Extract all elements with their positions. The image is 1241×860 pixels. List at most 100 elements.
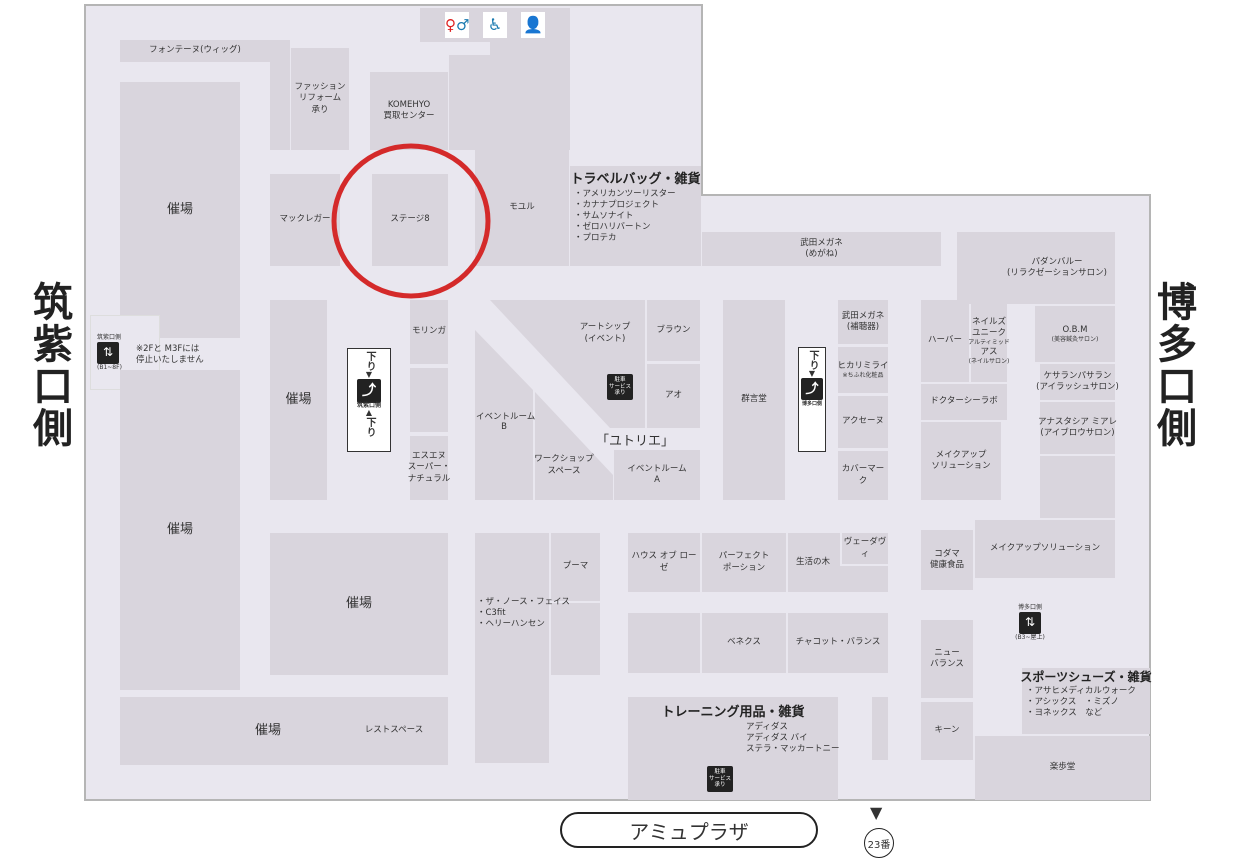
shop-block — [872, 697, 888, 760]
list-item: ステラ・マッカートニー — [746, 743, 840, 754]
shop-north-face[interactable]: ・ザ・ノース・フェイス ・C3fit ・ヘリーハンセン — [475, 533, 570, 763]
workshop-space[interactable]: ワークショップ スペース — [534, 454, 594, 476]
shop-kodama[interactable]: コダマ 健康食品 — [921, 530, 973, 590]
travel-title: トラベルバッグ・雑貨 — [570, 172, 701, 187]
escalator-hakata[interactable]: 下り ▼ ⤴ 博多口側 — [798, 347, 826, 452]
elevator-label: 博多口側 — [1017, 604, 1042, 612]
shop-hikari[interactable]: ヒカリミライ ※ちふれ化粧品 — [837, 347, 889, 393]
shop-sn[interactable]: エスエヌ スーパー・ ナチュラル — [408, 436, 450, 500]
event-room-b[interactable]: イベントルーム B — [476, 412, 536, 432]
shop-block — [270, 40, 290, 150]
shop-house-of-rose[interactable]: ハウス オブ ローゼ — [628, 533, 700, 592]
shop-sports-shoes[interactable]: スポーツシューズ・雑貨 ・アサヒメディカルウォーク ・アシックス ・ミズノ ・ヨ… — [1020, 668, 1152, 734]
exit-23-badge: 23番 — [864, 828, 894, 858]
shop-nails-unique[interactable]: ネイルズ ユニーク アルティミッド アス (ネイルサロン) — [968, 300, 1010, 382]
hakata-side-label: 博多口側 — [1157, 280, 1197, 452]
list-item: ・アサヒメディカルウォーク — [1026, 685, 1136, 696]
exit-arrow-icon: ▼ — [870, 803, 883, 822]
shop-harbor[interactable]: ハーバー — [921, 300, 969, 382]
down-label: 下り — [364, 417, 375, 437]
shop-ao[interactable]: アオ — [647, 364, 700, 428]
escalator-chikushi[interactable]: 下り ▼ ⤴ 筑紫口側 ▲ 下り — [347, 348, 391, 452]
list-item: アディダス — [746, 721, 788, 732]
sports-title: スポーツシューズ・雑貨 — [1020, 670, 1152, 684]
event-space-1[interactable]: 催場 — [120, 82, 240, 338]
shop-travel[interactable]: トラベルバッグ・雑貨 ・アメリカンツーリスター ・カナナプロジェクト ・サムソナ… — [570, 166, 701, 266]
list-item: ・C3fit — [477, 608, 506, 619]
shop-vedavi[interactable]: ヴェーダヴィ — [840, 533, 888, 566]
list-item: ・サムソナイト — [574, 210, 634, 221]
shop-makeup-solution-2[interactable]: メイクアップソリューション — [975, 520, 1115, 578]
shop-anastasia[interactable]: アナスタシア ミアレ (アイブロウサロン) — [1038, 402, 1117, 454]
shop-block — [551, 603, 600, 675]
shop-brown[interactable]: ブラウン — [647, 300, 700, 361]
shop-obm[interactable]: O.B.M (美容鍼灸サロン) — [1035, 306, 1115, 362]
shop-name: ヒカリミライ — [837, 360, 889, 371]
shop-block — [628, 613, 700, 673]
event-room-a[interactable]: イベントルーム A — [614, 450, 700, 500]
shop-moyuru[interactable]: モユル — [475, 150, 569, 266]
shop-stage8[interactable]: ステージ8 — [372, 174, 448, 266]
yutorie-label: 「ユトリエ」 — [596, 434, 675, 449]
parking-service-icon: 駐車 サービス 承り — [607, 374, 633, 400]
down-label: 下り — [364, 351, 375, 371]
shop-note: (美容鍼灸サロン) — [1051, 335, 1099, 343]
escalator-icon: ⤴ — [357, 379, 381, 403]
shop-gungendo[interactable]: 群言堂 — [723, 300, 785, 500]
shop-rakuhodo[interactable]: 楽歩堂 — [975, 736, 1150, 800]
restroom-icon: ♀♂ — [445, 12, 469, 38]
shop-block — [1040, 456, 1115, 518]
elevator-icon: ⇅ — [1019, 612, 1041, 634]
shop-name: アス — [980, 346, 998, 357]
shop-covermark[interactable]: カバーマーク — [838, 451, 888, 500]
training-list: アディダス アディダス バイ ステラ・マッカートニー — [628, 722, 840, 755]
elevator-hakata[interactable]: 博多口側 ⇅ (B3~屋上) — [1010, 598, 1050, 648]
shop-block — [490, 40, 570, 56]
yutorie-shapes — [475, 300, 645, 500]
event-space-2[interactable]: 催場 — [120, 370, 240, 690]
list-item: ・ヨネックス など — [1026, 707, 1103, 718]
shop-fontaine[interactable]: フォンテーヌ(ウィッグ) — [120, 40, 270, 62]
wheelchair-icon: ♿ — [483, 12, 507, 38]
shop-puma[interactable]: プーマ — [551, 533, 600, 601]
shop-name: アルティミッド — [968, 338, 1010, 346]
list-item: ・ザ・ノース・フェイス — [477, 597, 570, 607]
shop-block — [449, 55, 570, 150]
shop-acseine[interactable]: アクセーヌ — [838, 396, 888, 448]
amu-plaza-label: アミュプラザ — [560, 812, 818, 848]
chikushi-side-label: 筑紫口側 — [33, 280, 73, 452]
list-item: ・アシックス ・ミズノ — [1026, 696, 1119, 707]
escalator-label: 筑紫口側 — [356, 402, 381, 409]
shop-perfect-potion[interactable]: パーフェクト ポーション — [702, 533, 786, 592]
elevator-range: (B3~屋上) — [1015, 634, 1045, 641]
shop-mcgregor[interactable]: マックレガー — [270, 174, 340, 266]
shop-artship[interactable]: アートシップ (イベント) — [579, 322, 631, 344]
event-space-3[interactable]: 催場 — [270, 300, 327, 500]
shop-venex[interactable]: ベネクス — [702, 613, 786, 673]
shop-makeup-solution[interactable]: メイクアップ ソリューション — [921, 422, 1001, 500]
elevator-range: (B1~8F) — [97, 363, 122, 371]
down-arrow-icon: ▼ — [808, 369, 816, 378]
shop-keen[interactable]: キーン — [921, 702, 973, 760]
parking-service-icon: 駐車 サービス 承り — [707, 766, 733, 792]
down-arrow-icon: ▼ — [365, 370, 373, 379]
nursing-room-icon: 👤 — [521, 12, 545, 38]
shop-name: ネイルズ ユニーク — [971, 316, 1006, 338]
shop-moringa[interactable]: モリンガ — [410, 300, 448, 364]
shop-training[interactable]: トレーニング用品・雑貨 アディダス アディダス バイ ステラ・マッカートニー — [628, 697, 840, 800]
shop-new-balance[interactable]: ニュー バランス — [921, 620, 973, 698]
shop-fashion-reform[interactable]: ファッション リフォーム 承り — [291, 48, 349, 150]
rest-space[interactable]: レストスペース — [340, 697, 448, 765]
shop-padan[interactable]: パダンバルー (リラクゼーションサロン) — [957, 232, 1115, 304]
shop-takeda-hearing[interactable]: 武田メガネ (補聴器) — [838, 300, 888, 344]
shop-dr-ci-labo[interactable]: ドクターシーラボ — [921, 384, 1007, 420]
shop-takeda-glasses[interactable]: 武田メガネ (めがね) — [702, 232, 941, 266]
shop-chacott[interactable]: チャコット・バランス — [788, 613, 888, 673]
event-space-4[interactable]: 催場 — [270, 533, 448, 675]
list-item: ・カナナプロジェクト — [574, 199, 660, 210]
shop-komehyo[interactable]: KOMEHYO 買取センター — [370, 72, 448, 150]
shop-kesaran[interactable]: ケサランパサラン (アイラッシュサロン) — [1036, 364, 1119, 400]
shop-block — [410, 368, 448, 432]
elevator-note: ※2Fと M3Fには 停止いたしません — [136, 344, 204, 366]
list-item: ・プロテカ — [574, 233, 617, 244]
